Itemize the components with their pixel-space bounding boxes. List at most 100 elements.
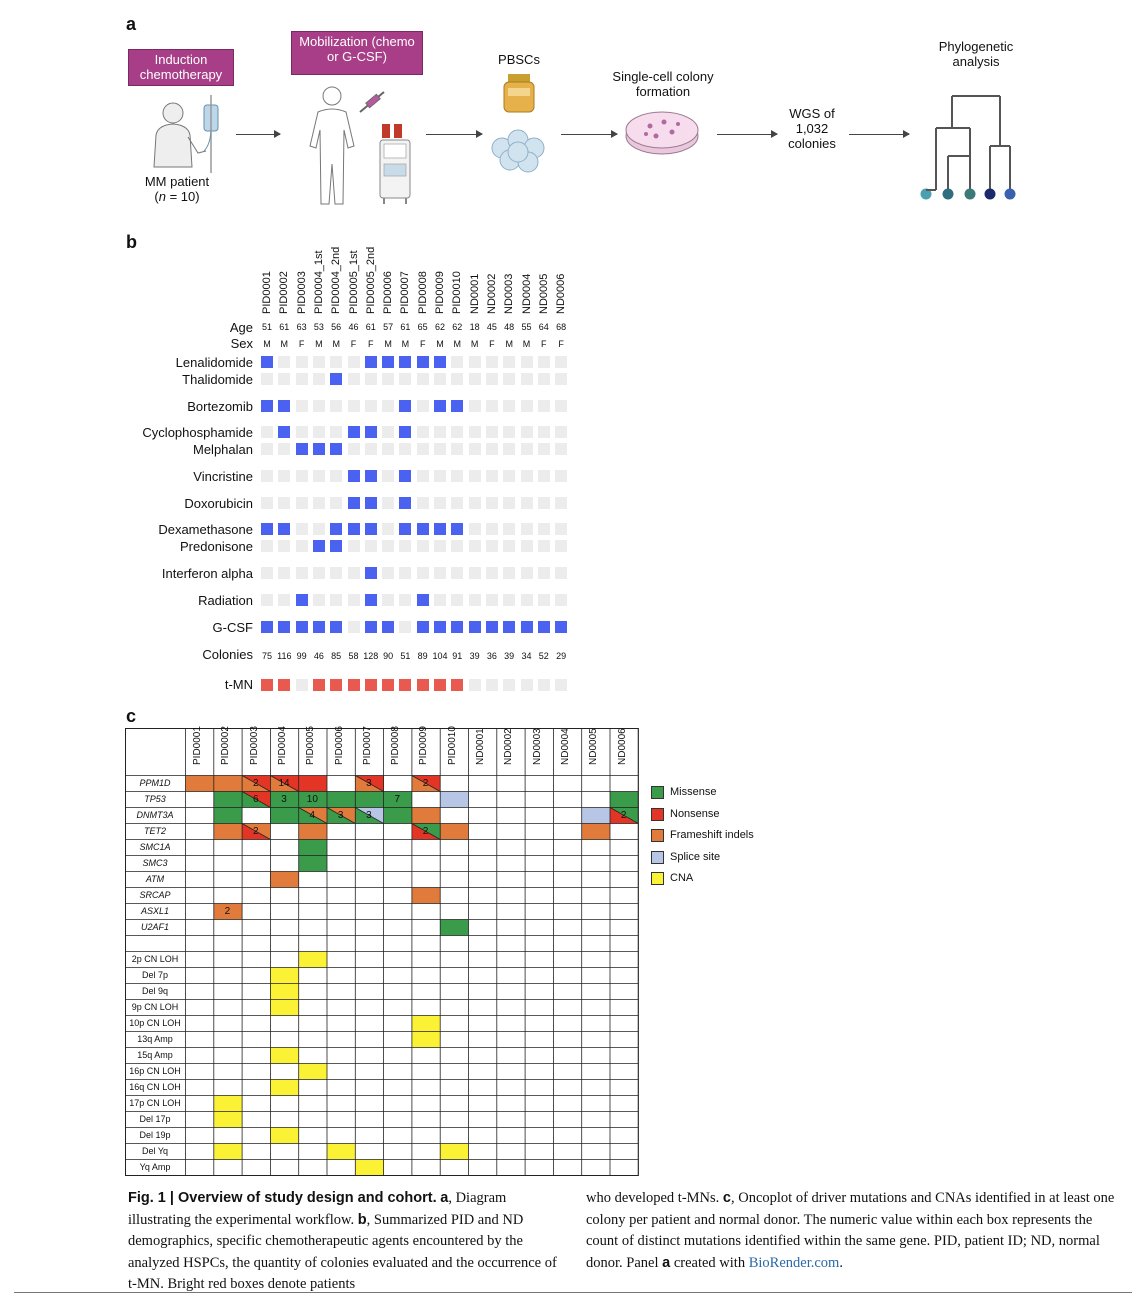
treatment-cell xyxy=(295,426,308,438)
treatment-cell xyxy=(520,621,533,633)
treatment-cell xyxy=(295,523,308,535)
treatment-cell xyxy=(347,621,360,633)
treatment-cell xyxy=(485,373,498,385)
oncoplot-row-label: ASXL1 xyxy=(140,906,170,916)
oncoplot-row-label: Del 17p xyxy=(139,1114,171,1124)
mutation-count: 10 xyxy=(306,794,318,805)
treatment-cell xyxy=(364,497,377,509)
tree-leaf-3 xyxy=(964,188,976,200)
treatment-cell xyxy=(468,594,481,606)
treatment-cell xyxy=(364,356,377,368)
treatment-cell xyxy=(382,540,395,552)
mutation-count: 3 xyxy=(366,810,372,821)
treatment-cell xyxy=(382,621,395,633)
mutation-count: 3 xyxy=(281,794,287,805)
treatment-cell xyxy=(555,621,568,633)
treatment-cell xyxy=(555,470,568,482)
mutation-cell xyxy=(327,1143,356,1160)
caption-right-column: who developed t-MNs. c, Oncoplot of driv… xyxy=(586,1190,1115,1271)
treatment-cell xyxy=(278,497,291,509)
treatment-cell xyxy=(312,356,325,368)
treatment-cell xyxy=(434,373,446,385)
legend-swatch xyxy=(651,786,664,799)
petri-dish-icon xyxy=(625,111,699,155)
treatment-cell xyxy=(295,470,308,482)
oncoplot-column-label: PID0008 xyxy=(390,726,402,765)
sex-value: F xyxy=(558,339,564,349)
treatment-cell xyxy=(399,621,412,633)
legend-label: CNA xyxy=(670,872,694,884)
sex-value: M xyxy=(332,339,340,349)
treatment-cell xyxy=(364,621,377,633)
treatment-cell xyxy=(330,523,343,535)
treatment-cell xyxy=(555,540,568,552)
legend-label: Missense xyxy=(670,786,717,798)
tmn-label: t-MN xyxy=(224,677,253,692)
treatment-cell xyxy=(451,373,464,385)
treatment-cell xyxy=(485,400,498,412)
sample-label: PID0003 xyxy=(295,271,308,314)
treatment-cell xyxy=(555,567,568,579)
age-value: 62 xyxy=(452,322,463,332)
sample-label: ND0003 xyxy=(503,273,516,314)
treatment-cell xyxy=(416,373,429,385)
caption-left-column: Fig. 1 | Overview of study design and co… xyxy=(128,1190,557,1292)
oncoplot-row-label: 17p CN LOH xyxy=(129,1098,181,1108)
treatment-cell xyxy=(278,470,291,482)
treatment-cell xyxy=(451,523,464,535)
age-label: Age xyxy=(229,320,253,335)
treatment-cell xyxy=(330,497,343,509)
treatment-cell xyxy=(347,373,360,385)
treatment-cell xyxy=(382,426,395,438)
oncoplot-row-label: PPM1D xyxy=(139,778,171,788)
mutation-cell xyxy=(355,791,384,808)
oncoplot-row-label: ATM xyxy=(145,874,165,884)
mutation-cell xyxy=(581,807,610,824)
oncoplot-row-label: Del 19p xyxy=(139,1130,171,1140)
tmn-cell xyxy=(485,679,498,691)
phylogenetic-analysis-label: Phylogenetic analysis xyxy=(938,39,1014,69)
treatment-cell xyxy=(468,621,481,633)
treatment-cell xyxy=(364,523,377,535)
agent-label: Doxorubicin xyxy=(184,496,253,511)
oncoplot-column-label: ND0002 xyxy=(503,728,515,765)
treatment-cell xyxy=(503,621,516,633)
age-value: 46 xyxy=(348,322,359,332)
tmn-cell xyxy=(261,679,273,691)
pbsc-bag-and-cells-icon xyxy=(491,74,545,173)
treatment-cell xyxy=(485,523,498,535)
oncoplot-column-label: PID0001 xyxy=(192,726,203,765)
mutation-cell-divider xyxy=(326,807,356,824)
sex-value: F xyxy=(489,339,495,349)
oncoplot-row-label: 16p CN LOH xyxy=(129,1066,181,1076)
treatment-cell xyxy=(261,443,273,455)
sample-label: PID0010 xyxy=(451,271,464,314)
biorender-link[interactable]: BioRender.com xyxy=(748,1254,840,1271)
treatment-cell xyxy=(399,594,412,606)
mutation-count: 2 xyxy=(252,826,259,837)
sample-label: PID0004_1st xyxy=(312,250,325,314)
treatment-cell xyxy=(382,373,395,385)
colony-count: 51 xyxy=(400,651,411,661)
sex-value: M xyxy=(453,339,462,349)
treatment-cell xyxy=(537,373,550,385)
age-value: 62 xyxy=(434,322,445,332)
treatment-cell xyxy=(416,443,429,455)
treatment-cell xyxy=(364,426,377,438)
sex-value: M xyxy=(505,339,513,349)
colony-count: 39 xyxy=(469,651,480,661)
treatment-cell xyxy=(537,400,550,412)
agent-label: Dexamethasone xyxy=(158,522,253,537)
treatment-cell xyxy=(330,621,343,633)
sample-label: ND0002 xyxy=(485,273,498,314)
tree-leaf-1 xyxy=(920,188,932,200)
oncoplot-row-label: DNMT3A xyxy=(136,810,174,820)
age-value: 51 xyxy=(261,322,272,332)
pbscs-label: PBSCs xyxy=(498,52,540,67)
sex-value: M xyxy=(315,339,323,349)
oncoplot-border xyxy=(125,728,639,1176)
treatment-cell xyxy=(434,540,446,552)
treatment-cell xyxy=(330,470,343,482)
treatment-cell xyxy=(451,621,464,633)
treatment-cell xyxy=(520,523,533,535)
